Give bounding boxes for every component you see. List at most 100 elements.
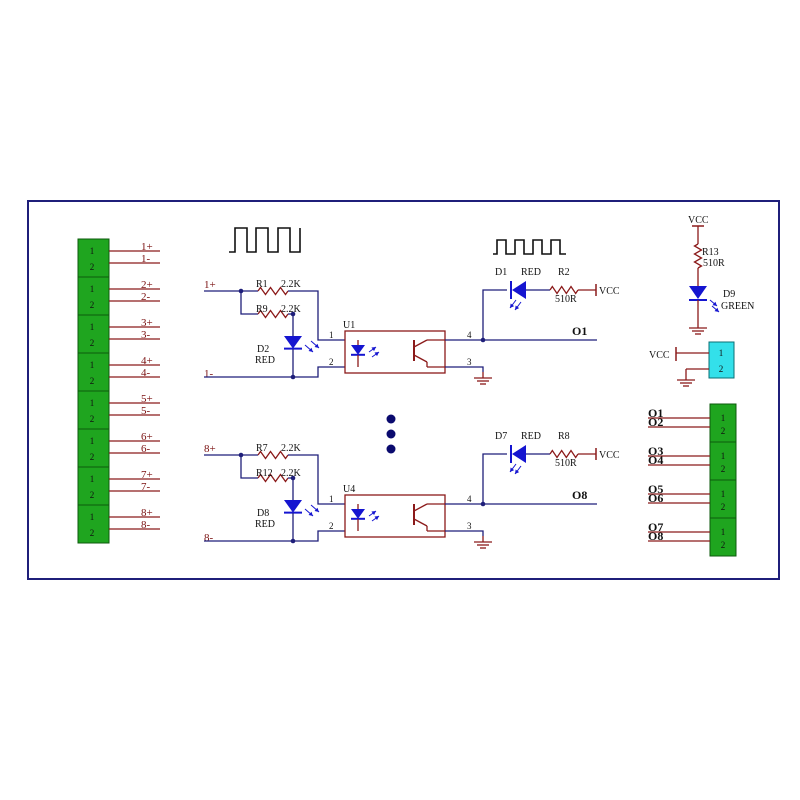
- light-arrow-head: [308, 347, 313, 352]
- pin-number: 4: [467, 494, 472, 504]
- pin-number: 2: [90, 300, 95, 310]
- input-net-label: 1-: [141, 253, 151, 265]
- wire: [288, 477, 294, 500]
- led-color-label: RED: [521, 431, 541, 442]
- input-net-label: 7-: [141, 481, 151, 493]
- pin-number: 1: [90, 512, 95, 522]
- resistor-value: 510R: [555, 458, 577, 469]
- pin-number: 2: [719, 364, 724, 374]
- resistor-symbol: [257, 286, 289, 296]
- input-net-label: 7+: [141, 469, 153, 481]
- resistor-label: R1: [256, 279, 268, 290]
- optocoupler-label: U1: [343, 320, 355, 331]
- resistor-symbol: [549, 449, 579, 459]
- terminal-block-body: [709, 403, 737, 443]
- resistor-label: R12: [256, 468, 273, 479]
- terminal-block-body: [709, 517, 737, 557]
- pin-number: 1: [90, 322, 95, 332]
- wire: [204, 530, 345, 542]
- input-net-label: 8-: [141, 519, 151, 531]
- light-arrow-head: [712, 301, 717, 306]
- terminal-block-body: [77, 276, 110, 316]
- input-net-label: 2-: [141, 291, 151, 303]
- input-minus-label: 8-: [204, 532, 214, 544]
- led-color-label: GREEN: [721, 301, 754, 312]
- output-net-label: O8: [572, 488, 587, 502]
- light-arrow-head: [371, 347, 376, 352]
- output-net-label: O6: [648, 491, 663, 505]
- led-label: D7: [495, 431, 507, 442]
- optocoupler-body: [344, 494, 446, 538]
- terminal-block-body: [77, 428, 110, 468]
- pin-number: 1: [90, 284, 95, 294]
- output-net-label: O1: [648, 406, 663, 420]
- junction-dot: [290, 475, 296, 481]
- resistor-value: 2.2K: [281, 468, 302, 479]
- input-net-label: 4-: [141, 367, 151, 379]
- terminal-block-body: [77, 390, 110, 430]
- resistor-value: 510R: [703, 258, 725, 269]
- light-arrow-head: [515, 469, 520, 474]
- pin-number: 3: [467, 521, 472, 531]
- pin-number: 1: [721, 527, 726, 537]
- wire: [445, 530, 484, 536]
- phototransistor-emitter: [413, 354, 428, 363]
- pin-number: 1: [90, 474, 95, 484]
- resistor-value: 2.2K: [281, 443, 302, 454]
- pin-number: 1: [721, 413, 726, 423]
- pin-number: 1: [329, 494, 334, 504]
- led-label: D8: [257, 508, 269, 519]
- pin-number: 2: [721, 540, 726, 550]
- output-net-label: O4: [648, 453, 663, 467]
- input-terminal-block: 127+7-: [77, 466, 160, 506]
- wire: [445, 366, 484, 372]
- pin-number: 2: [329, 357, 334, 367]
- wire: [288, 313, 294, 336]
- resistor-label: R13: [702, 247, 719, 258]
- output-net-label: O7: [648, 520, 663, 534]
- diode-icon: [512, 445, 526, 463]
- vcc-label: VCC: [688, 215, 709, 226]
- input-net-label: 5-: [141, 405, 151, 417]
- input-terminal-block: 122+2-: [77, 276, 160, 316]
- terminal-block-body: [77, 504, 110, 544]
- pin-number: 3: [467, 357, 472, 367]
- diode-icon: [284, 336, 302, 349]
- pin-number: 2: [90, 414, 95, 424]
- resistor-value: 510R: [555, 294, 577, 305]
- input-net-label: 3-: [141, 329, 151, 341]
- wire: [204, 366, 345, 378]
- input-plus-label: 1+: [204, 279, 216, 291]
- input-net-label: 1+: [141, 241, 153, 253]
- light-arrow-head: [374, 352, 379, 357]
- phototransistor-collector: [413, 503, 428, 512]
- resistor-symbol: [549, 285, 579, 295]
- led-color-label: RED: [255, 519, 275, 530]
- input-terminal-block: 121+1-: [77, 238, 160, 278]
- phototransistor-emitter: [413, 518, 428, 527]
- diode-icon: [284, 500, 302, 513]
- input-net-label: 5+: [141, 393, 153, 405]
- ellipsis-dot: [386, 414, 396, 424]
- vcc-label: VCC: [599, 286, 620, 297]
- optocoupler-label: U4: [343, 484, 355, 495]
- phototransistor-collector: [413, 339, 428, 348]
- schematic-frame: [27, 200, 780, 580]
- diode-icon: [689, 286, 707, 299]
- input-terminal-block: 125+5-: [77, 390, 160, 430]
- led-label: D2: [257, 344, 269, 355]
- resistor-value: 2.2K: [281, 304, 302, 315]
- terminal-block-body: [708, 341, 735, 379]
- resistor-symbol: [257, 309, 289, 319]
- input-plus-label: 8+: [204, 443, 216, 455]
- pin-number: 2: [721, 502, 726, 512]
- input-minus-label: 1-: [204, 368, 214, 380]
- wire: [482, 289, 507, 340]
- pin-number: 1: [90, 436, 95, 446]
